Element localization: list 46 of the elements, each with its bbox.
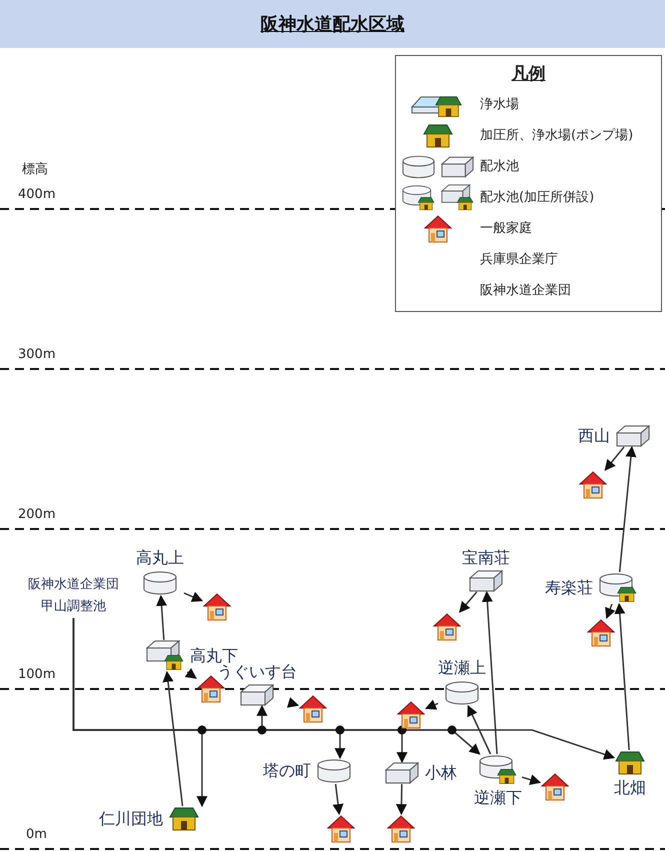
legend-label: 一般家庭 [480,220,532,237]
elevation-label: 標高 [22,161,48,178]
site-name: 甲山調整池 [41,598,106,616]
legend-label: 阪神水道企業団 [480,282,571,299]
legend-label: 配水池(加圧所併設) [480,189,594,206]
elevation-label: 0m [26,827,47,842]
flow-arrow [604,446,625,471]
flow-arrow [618,446,636,572]
site-name: 高丸上 [136,548,184,568]
flow-arrow [162,670,184,806]
site-name: 高丸下 [190,646,238,665]
legend-title: 凡例 [510,63,546,85]
flow-arrow [396,784,407,816]
elevation-label: 200m [18,507,56,522]
site-name: うぐいす台 [217,662,297,682]
legend-label: 兵庫県企業庁 [480,251,558,268]
site-name: 小林 [425,763,457,783]
legend-label: 配水池 [480,158,519,175]
flow-arrow [467,705,492,754]
site-name: 寿楽荘 [545,578,593,598]
site-name: 西山 [578,426,610,446]
flow-arrow [72,618,616,760]
elevation-label: 100m [18,667,56,682]
site-name: 逆瀬上 [438,658,486,678]
flow-arrow [184,668,197,679]
flow-arrow [332,784,344,816]
flow-arrow [459,592,478,613]
site-name: 宝南荘 [462,548,510,568]
site-name: 北畑 [614,778,646,798]
title: 阪神水道配水区域 [260,13,406,36]
legend-label: 加圧所、浄水場(ポンプ場) [480,127,634,144]
flow-arrow [482,590,498,754]
flow-arrow [425,700,438,710]
site-name: 逆瀬下 [474,788,522,808]
flow-arrow [614,602,630,750]
flow-arrow [184,592,204,602]
elevation-label: 300m [18,347,56,362]
flow-arrow [605,604,616,620]
flow-arrow [156,594,168,640]
site-name: 阪神水道企業団 [28,576,119,594]
legend-label: 浄水場 [480,96,519,113]
flow-arrow [286,697,300,708]
site-name: 塔の町 [263,761,311,781]
site-name: 仁川団地 [99,809,163,829]
elevation-label: 400m [18,187,56,202]
flow-arrow [522,774,542,785]
